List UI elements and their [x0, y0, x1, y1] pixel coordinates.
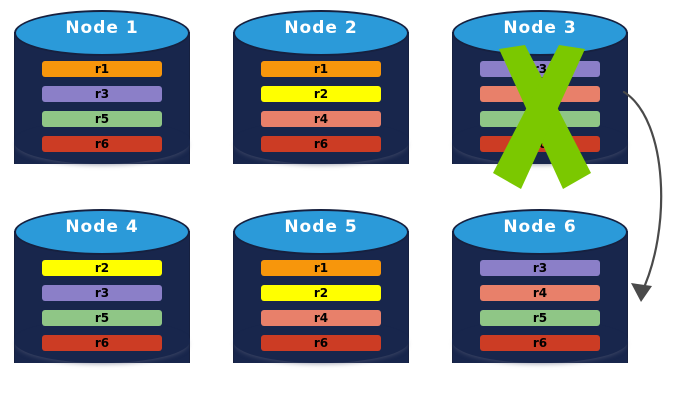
replica-row-list: r3 r4 r5 r6 [480, 61, 600, 152]
replica-bar[interactable]: r4 [261, 111, 381, 127]
replica-bar[interactable]: r3 [480, 61, 600, 77]
replica-row-list: r1 r3 r5 r6 [42, 61, 162, 152]
node-title: Node 5 [284, 217, 358, 237]
replica-row-list: r1 r2 r4 r6 [261, 260, 381, 351]
node-cylinder[interactable]: Node 4 r2 r3 r5 r6 [14, 209, 190, 385]
cylinder-top-ellipse [452, 209, 628, 255]
node-cylinder[interactable]: Node 3 r3 r4 r5 r6 [452, 10, 628, 186]
replica-bar[interactable]: r1 [42, 61, 162, 77]
replica-bar[interactable]: r6 [42, 335, 162, 351]
replica-bar[interactable]: r5 [42, 111, 162, 127]
replica-bar[interactable]: r3 [42, 285, 162, 301]
node-title: Node 3 [503, 18, 577, 38]
replica-bar[interactable]: r2 [261, 86, 381, 102]
cylinder-top-ellipse [14, 10, 190, 56]
node-title: Node 6 [503, 217, 577, 237]
replica-bar[interactable]: r3 [480, 260, 600, 276]
node-cylinder[interactable]: Node 6 r3 r4 r5 r6 [452, 209, 628, 385]
replica-bar[interactable]: r2 [261, 285, 381, 301]
replica-bar[interactable]: r1 [261, 61, 381, 77]
replica-row-list: r1 r2 r4 r6 [261, 61, 381, 152]
cylinder-top-ellipse [233, 209, 409, 255]
node-title: Node 1 [65, 18, 139, 38]
replica-bar[interactable]: r4 [261, 310, 381, 326]
replica-bar[interactable]: r4 [480, 285, 600, 301]
replica-bar[interactable]: r6 [261, 136, 381, 152]
node-title: Node 2 [284, 18, 358, 38]
replica-bar[interactable]: r6 [42, 136, 162, 152]
replica-bar[interactable]: r4 [480, 86, 600, 102]
replica-bar[interactable]: r1 [261, 260, 381, 276]
node-cylinder[interactable]: Node 2 r1 r2 r4 r6 [233, 10, 409, 186]
replica-bar[interactable]: r6 [261, 335, 381, 351]
node-cylinder[interactable]: Node 5 r1 r2 r4 r6 [233, 209, 409, 385]
cylinder-top-ellipse [233, 10, 409, 56]
cylinder-top-ellipse [14, 209, 190, 255]
replica-bar[interactable]: r2 [42, 260, 162, 276]
replica-bar[interactable]: r6 [480, 335, 600, 351]
node-cylinder[interactable]: Node 1 r1 r3 r5 r6 [14, 10, 190, 186]
replica-row-list: r2 r3 r5 r6 [42, 260, 162, 351]
replica-bar[interactable]: r5 [480, 310, 600, 326]
replica-bar[interactable]: r3 [42, 86, 162, 102]
node-title: Node 4 [65, 217, 139, 237]
replica-bar[interactable]: r5 [42, 310, 162, 326]
replica-bar[interactable]: r6 [480, 136, 600, 152]
replica-row-list: r3 r4 r5 r6 [480, 260, 600, 351]
replica-bar[interactable]: r5 [480, 111, 600, 127]
